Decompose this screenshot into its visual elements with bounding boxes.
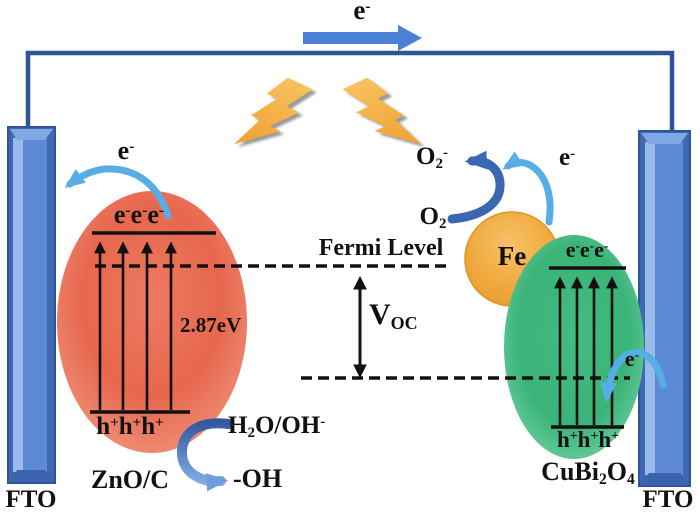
bandgap-label: 2.87eV bbox=[180, 313, 242, 337]
lightning-bolt-right-icon bbox=[342, 69, 422, 165]
zno-band-structure bbox=[90, 231, 216, 414]
electron-flow-arrow-icon bbox=[303, 25, 422, 51]
cubi-holes-label: h+h+h+ bbox=[556, 427, 620, 452]
o2-label: O2 bbox=[419, 203, 447, 233]
electron-transfer-arrow-to-o2 bbox=[502, 151, 554, 226]
circuit-wire bbox=[25, 50, 675, 134]
electron-transfer-arrow-fto-to-cubi bbox=[599, 349, 667, 403]
electrode-highlight bbox=[13, 138, 23, 472]
oh-oxidation-arrow bbox=[177, 418, 234, 492]
electrode-bottom-bevel bbox=[641, 473, 688, 484]
zno-electrons-label: e-e-e- bbox=[113, 200, 165, 229]
electrode-face bbox=[655, 142, 683, 475]
zno-holes-label: h+h+h+ bbox=[96, 413, 164, 440]
fto-electrode-right bbox=[638, 130, 691, 487]
top-electron-label: e- bbox=[353, 0, 371, 25]
cubi-name-label: CuBi2O4 bbox=[541, 457, 635, 489]
h2o-oh-label: H2O/OH- bbox=[228, 412, 326, 442]
o2-radical-label: O2- bbox=[416, 143, 448, 173]
voc-label: VOC bbox=[369, 298, 418, 334]
electrode-bottom-bevel bbox=[10, 470, 53, 481]
lightning-bolt-left-icon bbox=[233, 69, 313, 165]
fto-electrode-left bbox=[7, 126, 56, 484]
oh-radical-label: -OH bbox=[233, 464, 283, 493]
electrode-highlight bbox=[645, 142, 655, 475]
electron-to-cubi-label: e- bbox=[624, 346, 640, 371]
electrode-face bbox=[23, 138, 47, 472]
electron-transfer-arrow-zno-to-fto bbox=[64, 165, 172, 220]
cubi2o4-ellipse bbox=[504, 235, 644, 459]
electrode-top-bevel bbox=[641, 133, 688, 144]
fermi-level-label: Fermi Level bbox=[318, 235, 444, 261]
cubi-electrons-label: e-e-e- bbox=[565, 237, 609, 262]
electron-to-o2-label: e- bbox=[558, 144, 576, 171]
zno-name-label: ZnO/C bbox=[90, 465, 170, 494]
zno-ellipse bbox=[57, 191, 247, 453]
o2-reduction-arrow bbox=[447, 150, 505, 224]
fto-right-label: FTO bbox=[642, 486, 694, 513]
electrode-top-bevel bbox=[10, 129, 53, 140]
left-electron-label: e- bbox=[117, 136, 135, 165]
fto-left-label: FTO bbox=[5, 486, 57, 513]
fe-label: Fe bbox=[497, 241, 527, 271]
